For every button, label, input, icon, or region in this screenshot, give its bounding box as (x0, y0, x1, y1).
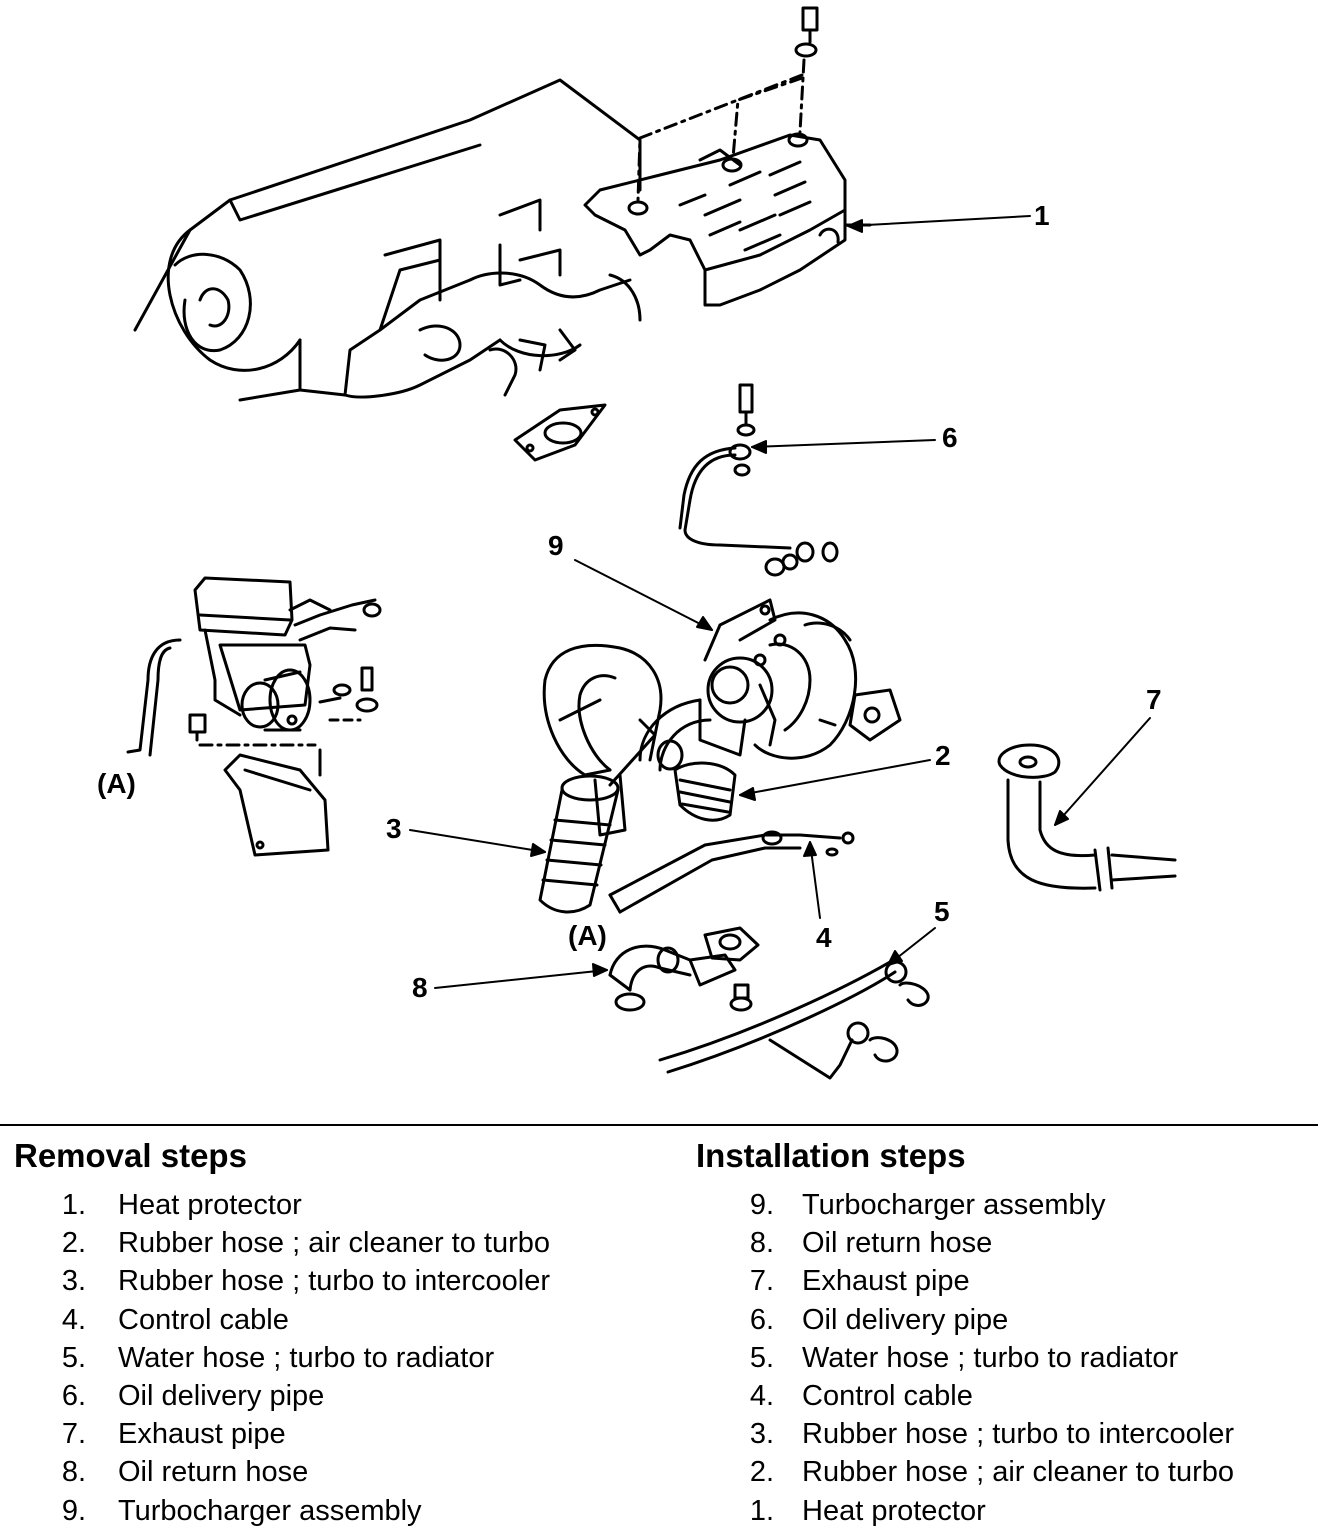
rubber-hose-intercooler-drawing (538, 774, 620, 914)
installation-step: 6.Oil delivery pipe (749, 1303, 1009, 1336)
callout-a-left: (A) (97, 768, 136, 799)
removal-step: 2.Rubber hose ; air cleaner to turbo (61, 1227, 551, 1260)
installation-step: 2.Rubber hose ; air cleaner to turbo (749, 1456, 1235, 1489)
installation-step: 8.Oil return hose (749, 1227, 993, 1260)
removal-step: 1.Heat protector (61, 1189, 302, 1221)
callout-9: 9 (548, 530, 564, 561)
callout-8: 8 (412, 972, 428, 1003)
callout-7: 7 (1146, 684, 1162, 715)
exhaust-pipe-drawing (997, 743, 1177, 892)
section-divider (0, 1124, 1318, 1126)
removal-step: 7.Exhaust pipe (61, 1418, 286, 1451)
removal-steps-list: 1.Heat protector 2.Rubber hose ; air cle… (14, 1186, 674, 1530)
rubber-hose-air-cleaner-drawing (673, 761, 737, 822)
callout-a-center: (A) (568, 920, 607, 951)
callout-4: 4 (816, 922, 832, 953)
turbo-inlet-hose-drawing (542, 643, 663, 837)
turbo-exploded-diagram (126, 6, 1177, 1080)
water-hose-drawing (658, 960, 930, 1080)
installation-step: 4.Control cable (749, 1379, 973, 1412)
removal-step: 3.Rubber hose ; turbo to intercooler (61, 1265, 551, 1298)
callout-3: 3 (386, 813, 402, 844)
turbocharger-drawing (638, 598, 902, 772)
removal-step: 9.Turbocharger assembly (61, 1494, 422, 1527)
heat-protector-fasteners-drawing (627, 6, 819, 216)
removal-step: 8.Oil return hose (61, 1456, 309, 1489)
callout-2: 2 (935, 740, 951, 771)
callout-6: 6 (942, 422, 958, 453)
engine-block-drawing (133, 78, 642, 402)
removal-step: 5.Water hose ; turbo to radiator (61, 1341, 495, 1374)
manifold-gasket-drawing (513, 403, 607, 462)
removal-step: 6.Oil delivery pipe (61, 1379, 325, 1412)
installation-step: 7.Exhaust pipe (749, 1265, 970, 1298)
installation-step: 1.Heat protector (749, 1494, 986, 1527)
oil-return-hose-drawing (608, 926, 760, 1012)
installation-step: 9.Turbocharger assembly (749, 1189, 1106, 1221)
installation-steps-section: Installation steps 9.Turbocharger assemb… (696, 1136, 1326, 1530)
wastegate-actuator-drawing (126, 576, 382, 857)
leader-lines (409, 215, 1151, 989)
installation-step: 3.Rubber hose ; turbo to intercooler (749, 1418, 1235, 1451)
callout-5: 5 (934, 896, 950, 927)
installation-steps-title: Installation steps (696, 1137, 966, 1174)
removal-steps-title: Removal steps (14, 1137, 247, 1174)
control-cable-drawing (608, 830, 855, 914)
callout-1: 1 (1034, 200, 1050, 231)
installation-step: 5.Water hose ; turbo to radiator (749, 1341, 1179, 1374)
installation-steps-list: 9.Turbocharger assembly 8.Oil return hos… (696, 1186, 1326, 1530)
oil-delivery-pipe-drawing (678, 383, 839, 577)
removal-steps-section: Removal steps 1.Heat protector 2.Rubber … (14, 1136, 674, 1530)
removal-step: 4.Control cable (61, 1303, 289, 1336)
